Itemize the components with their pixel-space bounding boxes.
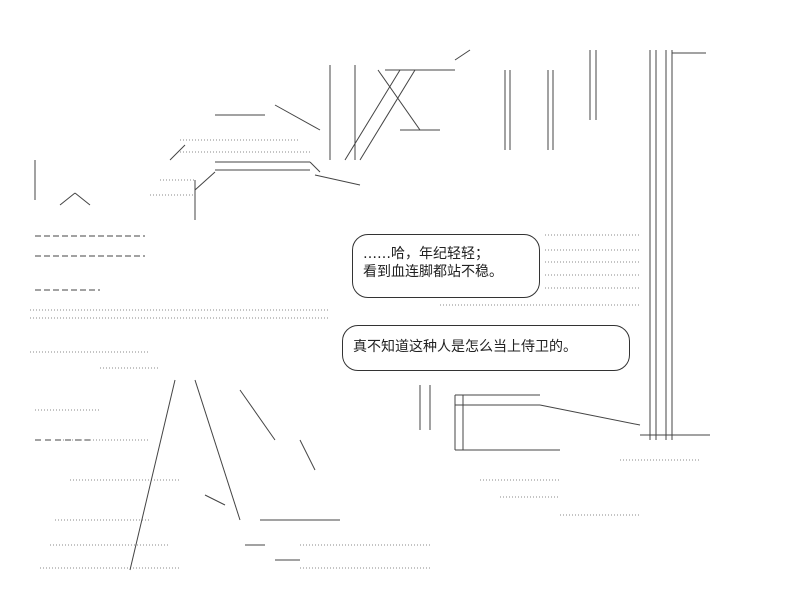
bubble-1-line-1: ……哈，年纪轻轻； xyxy=(363,246,489,262)
speech-bubble-2: 真不知道这种人是怎么当上侍卫的。 xyxy=(342,325,630,371)
roof xyxy=(169,104,361,220)
bubble-2-line-1: 真不知道这种人是怎么当上侍卫的。 xyxy=(353,339,577,355)
dotted-fills xyxy=(30,139,700,569)
speech-bubble-1: ……哈，年纪轻轻； 看到血连脚都站不稳。 xyxy=(352,234,540,298)
bubble-1-line-2: 看到血连脚都站不稳。 xyxy=(363,264,503,280)
left-fence xyxy=(35,235,145,291)
figure-and-stairs xyxy=(35,379,710,571)
right-pillars xyxy=(504,50,706,440)
diagonal-staircase xyxy=(329,49,471,161)
